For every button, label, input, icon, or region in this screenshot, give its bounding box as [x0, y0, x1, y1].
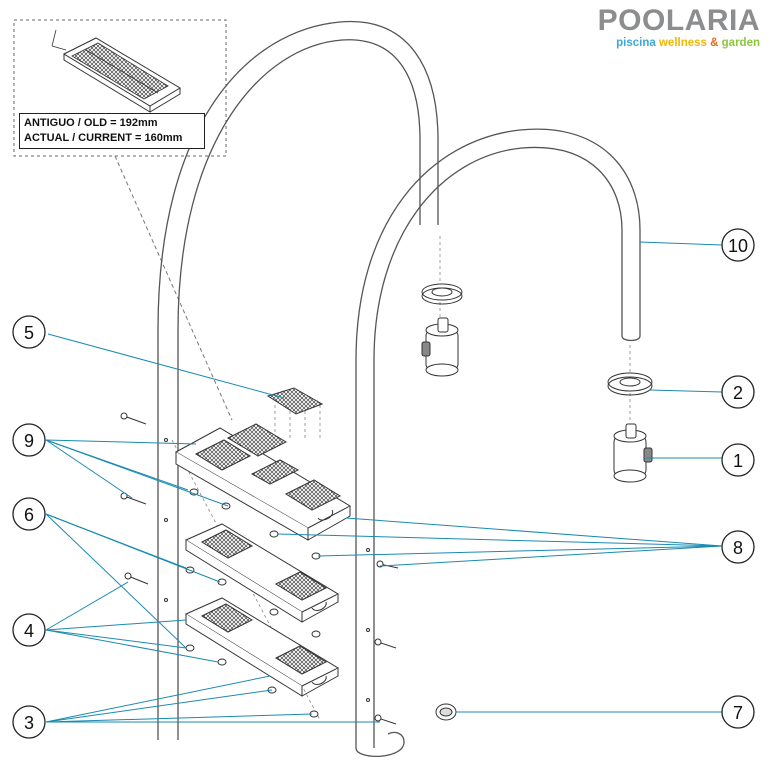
- brand-tagline: piscina wellness & garden: [598, 37, 760, 49]
- size-note-box: ANTIGUO / OLD = 192mm ACTUAL / CURRENT =…: [19, 113, 205, 149]
- tagline-wellness: wellness: [658, 37, 707, 49]
- anchor-upper-left: [421, 283, 463, 377]
- leader-lines: [45, 241, 723, 723]
- callout-2-circle: [721, 375, 755, 409]
- back-handrail: [157, 20, 439, 740]
- tagline-piscina: piscina: [616, 37, 656, 49]
- tread-bottom: [184, 597, 340, 697]
- inset-tread-drawing: [51, 29, 181, 113]
- brand-part-a: POO: [597, 4, 666, 37]
- end-cap: [435, 703, 457, 721]
- callout-10: 10: [728, 236, 748, 256]
- callout-2: 2: [733, 383, 743, 403]
- tread-middle: [184, 523, 340, 623]
- callout-circles: [12, 228, 755, 739]
- washers: [164, 438, 370, 718]
- callout-7: 7: [733, 703, 743, 723]
- callout-9-circle: [12, 423, 46, 457]
- callout-5: 5: [24, 323, 34, 343]
- callout-3-circle: [12, 705, 46, 739]
- brand-wordmark: POOLARIA: [598, 6, 760, 36]
- callout-8-circle: [721, 530, 755, 564]
- callout-9: 9: [24, 431, 34, 451]
- callout-4: 4: [24, 621, 34, 641]
- inset-leader-dashed: [114, 155, 233, 421]
- tagline-amp: &: [710, 37, 719, 49]
- brand-logo: POOLARIA piscina wellness & garden: [598, 6, 760, 50]
- callout-7-circle: [721, 695, 755, 729]
- anchor-socket: [613, 423, 653, 483]
- callout-8: 8: [733, 538, 743, 558]
- callout-3: 3: [24, 713, 34, 733]
- tread-top: [174, 423, 352, 541]
- callout-4-circle: [12, 613, 46, 647]
- callout-1: 1: [733, 451, 743, 471]
- callout-6-circle: [12, 497, 46, 531]
- callout-6: 6: [24, 505, 34, 525]
- tagline-garden: garden: [721, 37, 760, 49]
- callout-10-circle: [721, 228, 755, 262]
- bolts: [120, 412, 399, 725]
- size-note-old: ANTIGUO / OLD = 192mm: [24, 117, 158, 129]
- anti-slip-pad: [266, 387, 324, 415]
- callout-5-circle: [12, 315, 46, 349]
- size-note-current: ACTUAL / CURRENT = 160mm: [24, 132, 183, 144]
- callout-1-circle: [721, 443, 755, 477]
- brand-part-b: LARIA: [665, 4, 760, 37]
- escutcheon-plate: [607, 372, 653, 396]
- front-handrail: [355, 128, 641, 758]
